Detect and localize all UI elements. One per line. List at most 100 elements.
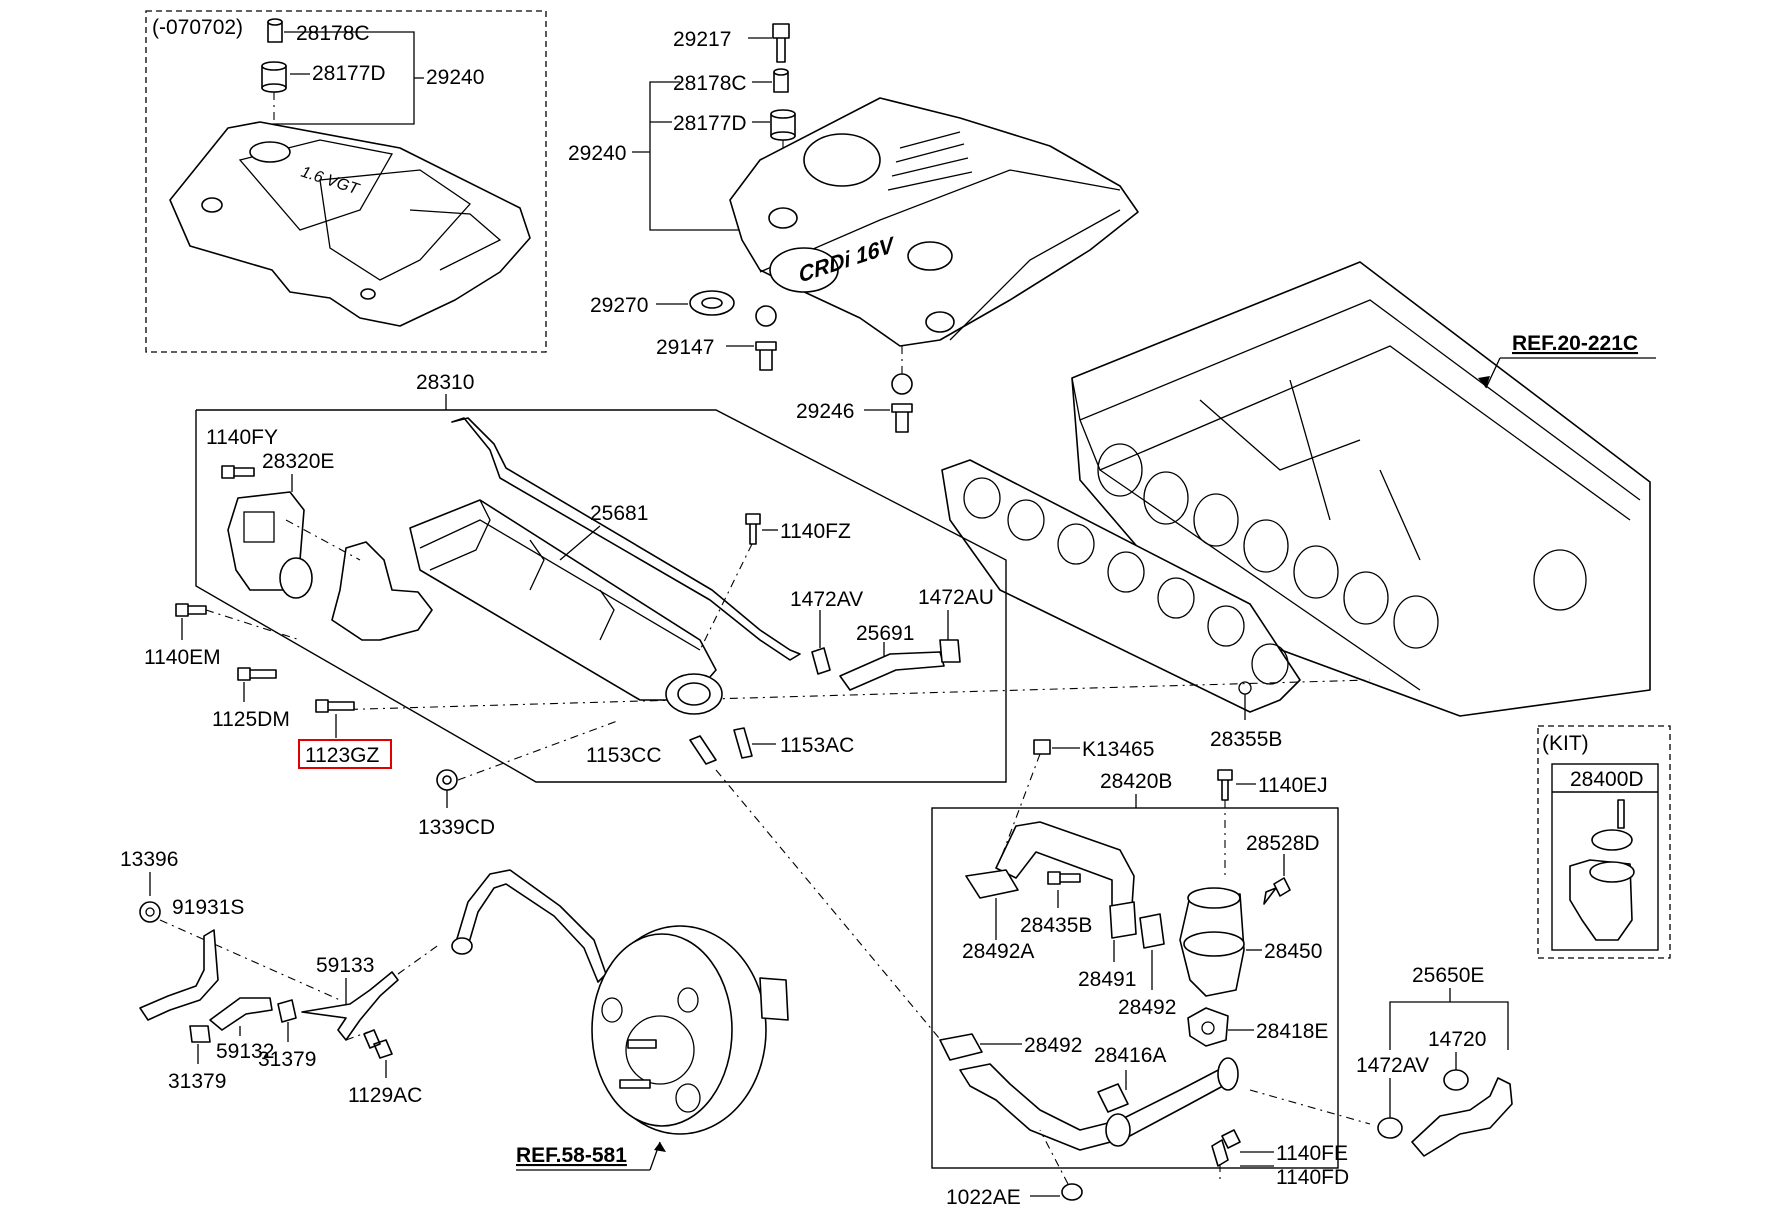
kit-group: (KIT) 28400D xyxy=(1537,725,1671,959)
callout-k13465: K13465 xyxy=(1082,738,1154,761)
engine-cover-old-icon xyxy=(169,121,531,327)
callout-1140fz: 1140FZ xyxy=(780,520,851,543)
engine-cover-group: 29217 28178C 28177D 29240 CRDi 16V 29270 xyxy=(568,23,1139,433)
bolt-1140ej-icon xyxy=(1217,769,1233,801)
stud-29246-icon xyxy=(891,403,913,433)
callout-25681: 25681 xyxy=(590,502,648,525)
bolt-1140fz-icon xyxy=(745,513,761,545)
bolt-1123gz-icon xyxy=(315,699,355,713)
nut-1022ae-icon xyxy=(1061,1183,1083,1201)
clamp-1472au-icon xyxy=(939,639,961,663)
engine-cover-old-group: (-070702) 1.6 VGT 28178C 28177D 29240 xyxy=(145,10,547,353)
callout-1140em: 1140EM xyxy=(144,646,221,669)
callout-1022ae: 1022AE xyxy=(946,1186,1021,1209)
callout-28416a: 28416A xyxy=(1094,1044,1166,1067)
kit-box xyxy=(1537,725,1671,959)
bracket-icon xyxy=(331,541,433,641)
callout-28178c-a: 28178C xyxy=(296,22,370,45)
clamp-31379-a-icon xyxy=(189,1025,211,1043)
callout-28400d: 28400D xyxy=(1570,768,1644,791)
callout-31379-b: 31379 xyxy=(258,1048,316,1071)
engine-cover-old-box xyxy=(145,10,547,353)
clamp-1472av-b-icon xyxy=(1377,1117,1403,1139)
callout-1140fy: 1140FY xyxy=(206,426,278,449)
clip-k13465-icon xyxy=(1033,739,1051,755)
callout-28435b: 28435B xyxy=(1020,914,1092,937)
callout-59133: 59133 xyxy=(316,954,374,977)
callout-1123gz-highlight xyxy=(298,739,392,769)
egr-cooler-body-icon xyxy=(409,499,717,701)
callout-1472av-a: 1472AV xyxy=(790,588,863,611)
cylinder-head-group: 28355B REF.20-221C xyxy=(329,261,1656,751)
callout-28450: 28450 xyxy=(1264,940,1322,963)
bolt-1140fy-icon xyxy=(221,465,255,479)
nut-13396-icon xyxy=(139,901,161,923)
callout-29240-b: 29240 xyxy=(568,142,626,165)
callout-14720: 14720 xyxy=(1428,1028,1486,1051)
callout-29270: 29270 xyxy=(590,294,648,317)
callout-1140ej: 1140EJ xyxy=(1258,774,1328,797)
callout-59132: 59132 xyxy=(216,1040,274,1063)
ref-20-221c-link[interactable]: REF.20-221C xyxy=(1512,332,1638,355)
egr-pipe-upper-icon xyxy=(995,821,1135,911)
callout-28528d: 28528D xyxy=(1246,832,1320,855)
egr-pipe-group: K13465 28420B 28492A 28435B 28491 28492 … xyxy=(931,738,1349,1209)
gasket-28492-b-icon xyxy=(939,1033,983,1061)
stud-1153cc-icon xyxy=(689,735,717,765)
bracket-91931s-icon xyxy=(139,929,219,1021)
callout-1140fe: 1140FE xyxy=(1276,1142,1348,1165)
callout-28418e: 28418E xyxy=(1256,1020,1328,1043)
bolt-1125dm-icon xyxy=(237,667,277,681)
callout-1153ac: 1153AC xyxy=(780,734,854,757)
callout-28177d-b: 28177D xyxy=(673,112,747,135)
callout-31379-a: 31379 xyxy=(168,1070,226,1093)
callout-29147: 29147 xyxy=(656,336,714,359)
hose-25691-icon xyxy=(839,651,945,691)
egr-cooler-group: 28310 25681 1140FY 28320E 1140FZ xyxy=(144,371,1007,1045)
bolt-28435b-icon xyxy=(1047,871,1081,885)
gasket-28418e-icon xyxy=(1187,1007,1229,1047)
callout-1129ac: 1129AC xyxy=(348,1084,422,1107)
callout-28492-b: 28492 xyxy=(1024,1034,1082,1057)
callout-91931s: 91931S xyxy=(172,896,244,919)
callout-28420b: 28420B xyxy=(1100,770,1172,793)
callout-28177d-a: 28177D xyxy=(312,62,386,85)
coolant-pipe-icon xyxy=(451,417,801,661)
bolt-1129ac-icon xyxy=(363,1029,393,1059)
bolt-1140em-icon xyxy=(175,603,207,617)
callout-kit: (KIT) xyxy=(1542,732,1589,755)
callout-28355b: 28355B xyxy=(1210,728,1282,751)
ref-58-581-link[interactable]: REF.58-581 xyxy=(516,1144,627,1167)
bolt-1140fe-icon xyxy=(1211,1129,1241,1167)
bolt-28528d-icon xyxy=(1263,877,1291,905)
callout-13396: 13396 xyxy=(120,848,178,871)
callout-28491: 28491 xyxy=(1078,968,1136,991)
callout-28492a: 28492A xyxy=(962,940,1034,963)
callout-28492-a: 28492 xyxy=(1118,996,1176,1019)
hose-59132-icon xyxy=(209,997,273,1031)
hose-25650e-icon xyxy=(1411,1077,1513,1157)
brake-booster-group: 13396 91931S 59133 59132 31379 31379 112… xyxy=(120,848,789,1171)
egr-cooler-box xyxy=(195,409,1007,783)
bolt-29217-icon xyxy=(772,23,790,63)
kit-inner-box xyxy=(1551,763,1659,951)
egr-pipe-box xyxy=(931,807,1339,1169)
callout-1123gz[interactable]: 1123GZ xyxy=(305,744,379,767)
stud-29147-icon xyxy=(755,341,777,371)
callout-1140fd: 1140FD xyxy=(1276,1166,1349,1189)
callout-25650e: 25650E xyxy=(1412,964,1484,987)
gasket-28492-a-icon xyxy=(1139,913,1165,949)
callout-29217: 29217 xyxy=(673,28,731,51)
gasket-28492a-icon xyxy=(965,869,1019,899)
gasket-28355b-icon xyxy=(941,459,1301,713)
callout-25691: 25691 xyxy=(856,622,914,645)
callout-1472au: 1472AU xyxy=(918,586,994,609)
callout-28178c-b: 28178C xyxy=(673,72,747,95)
clamp-14720-icon xyxy=(1443,1069,1469,1091)
callout-1472av-b: 1472AV xyxy=(1356,1054,1429,1077)
stud-1153ac-icon xyxy=(733,727,753,759)
clamp-31379-b-icon xyxy=(277,999,297,1023)
flange-28491-icon xyxy=(1109,901,1137,939)
callout-1339cd: 1339CD xyxy=(418,816,495,839)
